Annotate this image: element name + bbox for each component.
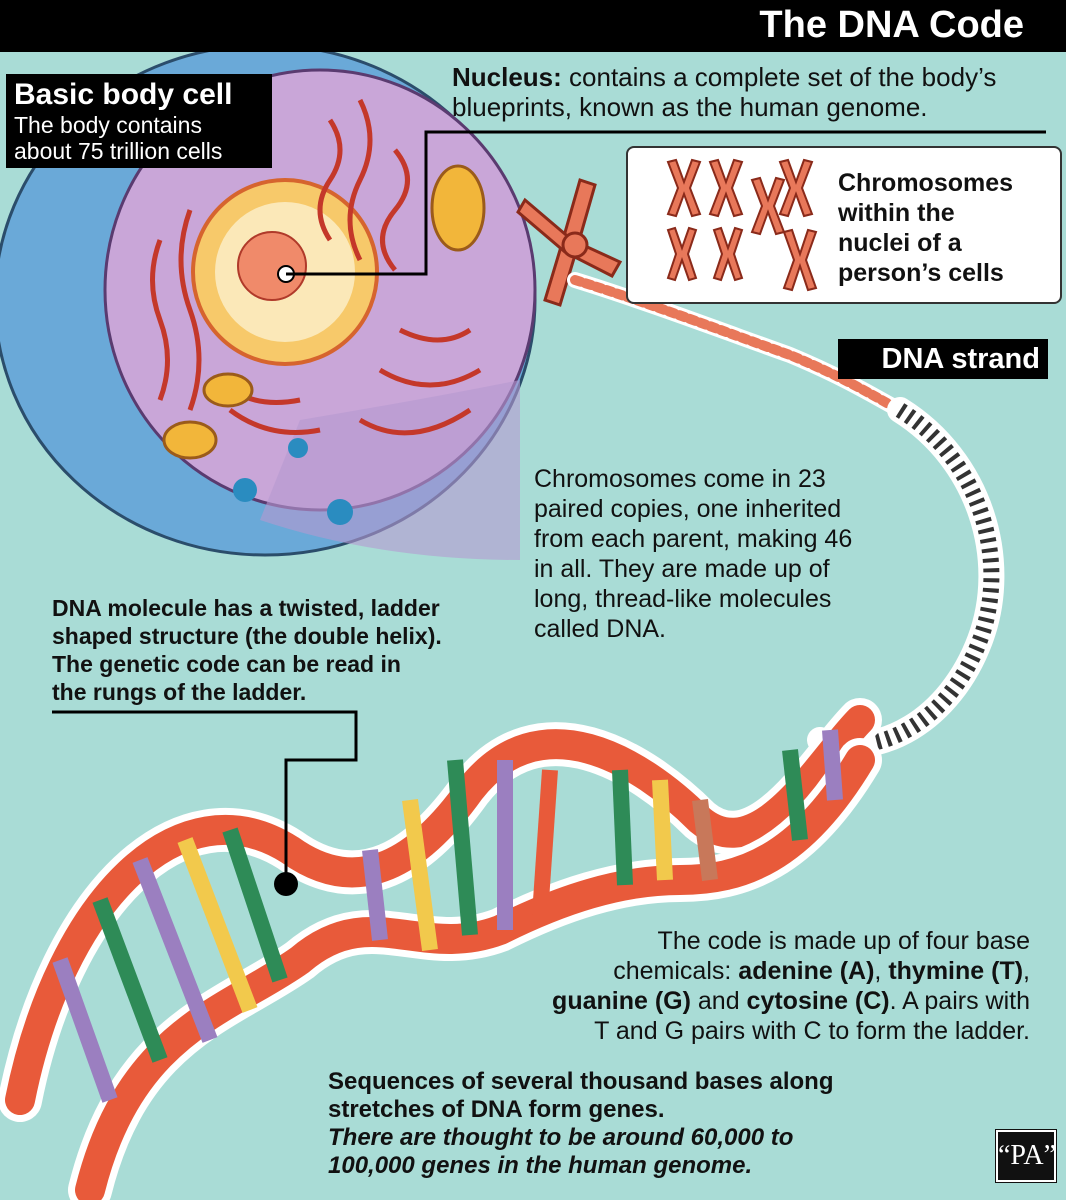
page-title: The DNA Code: [759, 4, 1024, 46]
double-helix: [0, 698, 882, 1200]
bases-sep-1: ,: [874, 957, 889, 985]
pa-logo: “PA”: [995, 1129, 1057, 1183]
guanine-term: guanine (G): [552, 987, 691, 1015]
genes-line-4: 100,000 genes in the human genome.: [328, 1152, 753, 1179]
bases-intro: The code is made up of four base: [657, 927, 1030, 955]
bases-pairing-line: guanine (G) and cytosine (C). A pairs wi…: [438, 986, 1030, 1016]
chromosomes-line-4: person’s cells: [838, 259, 1004, 287]
chromosome-x: [516, 178, 623, 307]
genes-line-2: stretches of DNA form genes.: [328, 1096, 665, 1123]
genes-paragraph: Sequences of several thousand bases alon…: [328, 1068, 968, 1180]
dna-strand-label: DNA strand: [838, 339, 1048, 379]
helix-para-line-2: shaped structure (the double helix).: [52, 623, 442, 649]
adenine-term: adenine (A): [738, 957, 875, 985]
bases-chem-prefix: chemicals:: [613, 957, 739, 985]
chromosome-para-line-6: called DNA.: [534, 615, 666, 643]
cell-label: Basic body cell The body contains about …: [6, 74, 272, 168]
nucleus-description: contains a complete set of the body’s bl…: [452, 62, 997, 122]
nucleus-caption: Nucleus: contains a complete set of the …: [452, 62, 1052, 122]
chromosome-para-line-5: long, thread-like molecules: [534, 585, 832, 613]
title-bar: The DNA Code: [0, 0, 1066, 52]
bases-paragraph: The code is made up of four base chemica…: [438, 926, 1030, 1046]
chromosomes-box: [626, 146, 1062, 304]
nucleus-leader-line: [286, 130, 1046, 276]
chromosome-glyphs: [666, 158, 818, 292]
genes-line-1: Sequences of several thousand bases alon…: [328, 1068, 834, 1095]
bases-sep-2: ,: [1023, 957, 1030, 985]
cytosine-term: cytosine (C): [746, 987, 890, 1015]
chromosomes-line-3: nuclei of a: [838, 229, 962, 257]
chromosome-paragraph: Chromosomes come in 23 paired copies, on…: [534, 464, 934, 644]
helix-paragraph: DNA molecule has a twisted, ladder shape…: [52, 594, 482, 706]
cell-line-2: about 75 trillion cells: [14, 138, 223, 164]
chromosome-para-line-3: from each parent, making 46: [534, 525, 853, 553]
chromosome-para-line-4: in all. They are made up of: [534, 555, 830, 583]
bases-pairs-1: . A pairs with: [889, 987, 1030, 1015]
cell-heading: Basic body cell: [14, 78, 233, 111]
chromosomes-line-1: Chromosomes: [838, 169, 1014, 197]
genes-line-3: There are thought to be around 60,000 to: [328, 1124, 794, 1151]
helix-para-line-1: DNA molecule has a twisted, ladder: [52, 595, 440, 621]
chromosome-para-line-2: paired copies, one inherited: [534, 495, 842, 523]
helix-para-line-3: The genetic code can be read in: [52, 651, 401, 677]
helix-para-line-4: the rungs of the ladder.: [52, 679, 307, 705]
chromosome-para-line-1: Chromosomes come in 23: [534, 465, 826, 493]
nucleus-label: Nucleus:: [452, 62, 562, 92]
bases-chemicals-line: chemicals: adenine (A), thymine (T),: [438, 956, 1030, 986]
chromosomes-caption: Chromosomes within the nuclei of a perso…: [838, 168, 1052, 288]
cell-line-1: The body contains: [14, 112, 202, 138]
bases-pairs-2: T and G pairs with C to form the ladder.: [594, 1017, 1030, 1045]
dna-illustration: [0, 52, 1046, 1200]
helix-leader-line: [52, 710, 358, 882]
bases-and: and: [690, 987, 747, 1015]
chromosome-icons: [666, 158, 818, 292]
helix-pointer-dot: [274, 872, 298, 896]
chromosomes-line-2: within the: [838, 199, 955, 227]
thymine-term: thymine (T): [888, 957, 1024, 985]
